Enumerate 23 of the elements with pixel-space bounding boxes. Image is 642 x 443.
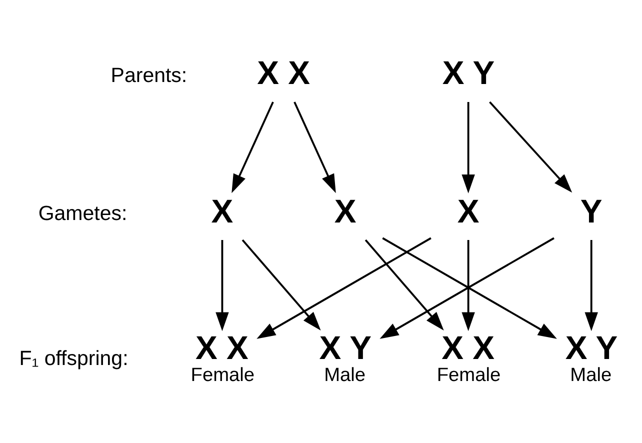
- label: F₁ offspring:: [19, 346, 128, 370]
- node-text: X X Female: [190, 328, 255, 386]
- label: Gametes:: [38, 201, 128, 224]
- node-text: X Y: [442, 54, 495, 91]
- node-text: X: [457, 192, 480, 229]
- arrow: [584, 240, 598, 331]
- node-text: X: [211, 192, 234, 229]
- arrow: [256, 236, 432, 338]
- arrow: [364, 238, 444, 330]
- node-text: X X Female: [436, 328, 501, 386]
- arrow: [232, 101, 274, 193]
- node-text: X X: [257, 54, 310, 91]
- node-text: X: [334, 192, 356, 229]
- arrow: [216, 240, 229, 331]
- arrow: [294, 101, 336, 193]
- node-text: Y: [580, 192, 602, 229]
- arrow: [242, 238, 321, 330]
- arrow: [462, 102, 475, 193]
- node-text: X Y Male: [565, 328, 618, 386]
- node-text: X Y Male: [319, 328, 372, 386]
- label: Parents:: [110, 63, 188, 86]
- arrow: [462, 240, 475, 331]
- arrow: [489, 100, 572, 192]
